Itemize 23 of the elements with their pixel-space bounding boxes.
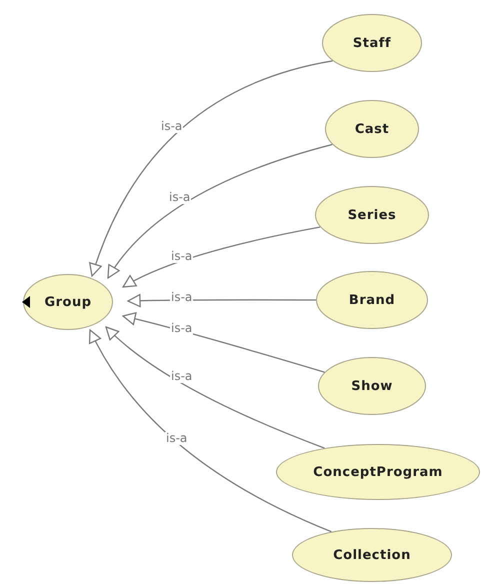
class-name: Cast (354, 122, 390, 136)
generalization-arrow (105, 326, 325, 449)
edge-label: is-a (168, 191, 192, 204)
class-name: Series (348, 208, 396, 222)
class-name: Brand (348, 292, 396, 308)
edge-label: is-a (165, 432, 188, 445)
class-name: ConceptProgram (313, 464, 443, 480)
edge-label: is-a (160, 120, 184, 133)
class-ellipse (23, 274, 113, 330)
class-name: Staff (352, 36, 392, 50)
class-name: Group (44, 294, 92, 310)
generalization-arrow (89, 329, 332, 532)
class-name: Collection (333, 548, 411, 562)
edge-label: is-a (170, 370, 194, 383)
generalization-arrow (122, 312, 325, 373)
edge-label: is-a (170, 322, 194, 335)
edge-label: is-a (170, 250, 194, 263)
generalization-arrow (122, 226, 320, 288)
generalization-arrow (127, 294, 316, 308)
generalization-arrow (107, 144, 332, 279)
generalization-arrow (90, 60, 333, 277)
class-name: Show (351, 378, 393, 394)
edge-label: is-a (170, 291, 194, 304)
